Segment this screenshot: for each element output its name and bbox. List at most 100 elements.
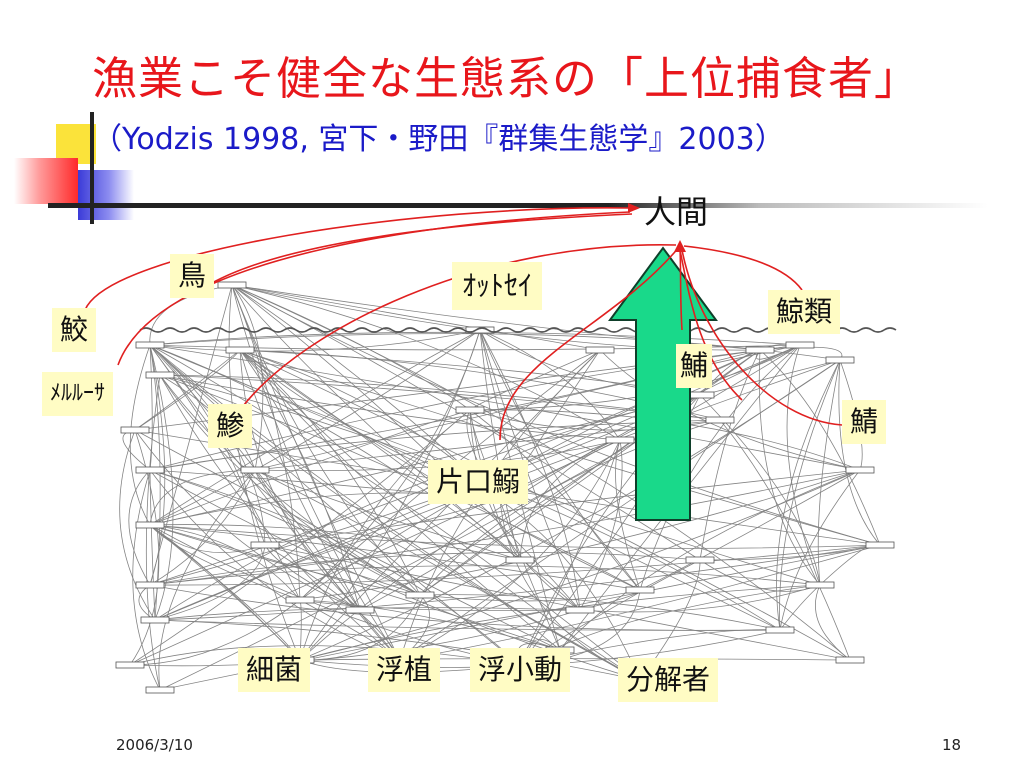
food-web-link: [228, 284, 301, 661]
footer-date: 2006/3/10: [116, 736, 193, 754]
food-web-node: [505, 556, 535, 564]
food-web-link: [579, 584, 821, 613]
food-web-link: [299, 584, 821, 661]
node-partial-hidden: 鯆: [676, 344, 713, 388]
food-web-link: [815, 584, 851, 661]
food-web-node: [835, 656, 865, 664]
node-fur-seal: ｵｯﾄｾｲ: [452, 262, 543, 310]
food-web-node: [845, 466, 875, 474]
food-web-link: [479, 329, 581, 611]
food-web-link: [128, 469, 151, 586]
food-web-link: [299, 469, 861, 661]
food-web-link: [129, 645, 521, 666]
food-web-link: [149, 344, 153, 471]
food-web-link: [231, 284, 521, 561]
link-mackerel-human: [681, 249, 843, 426]
food-web-link: [239, 349, 361, 611]
food-web-link: [149, 552, 701, 586]
food-web-link: [149, 344, 521, 666]
food-web-link: [519, 439, 621, 666]
food-web-link: [399, 544, 881, 661]
food-web-link: [145, 374, 161, 691]
decor-red-bar: [14, 158, 78, 204]
link-bird-human: [211, 213, 633, 284]
node-merluza: ﾒﾙﾙｰｻ: [42, 372, 114, 416]
food-web-link: [231, 284, 621, 441]
food-web-link: [838, 359, 881, 546]
food-web-node: [405, 591, 435, 599]
node-whales: 鯨類: [768, 290, 841, 334]
food-web-link: [149, 469, 401, 661]
slide-title: 漁業こそ健全な生態系の「上位捕食者」: [92, 52, 921, 105]
food-web-link: [159, 374, 721, 421]
food-web-link: [479, 329, 581, 611]
food-web-link: [134, 429, 361, 611]
node-mackerel: 鯖: [842, 400, 887, 444]
food-web-link: [615, 439, 641, 591]
arrow-heads: [628, 203, 686, 252]
food-web-link: [469, 409, 641, 591]
food-web-link: [149, 359, 841, 526]
food-web-node: [455, 406, 485, 414]
food-web-link: [158, 469, 256, 691]
arrowhead-human-left: [628, 203, 640, 213]
food-web-node: [705, 416, 735, 424]
link-whales-human: [683, 245, 803, 291]
food-web-link: [159, 374, 621, 441]
decor-blue-square: [78, 170, 134, 220]
food-web-link: [299, 329, 481, 661]
food-web-node: [585, 346, 615, 354]
food-web-link: [129, 609, 581, 667]
food-web-node: [240, 466, 270, 474]
food-web-link: [231, 284, 301, 601]
food-web-link: [264, 544, 361, 611]
food-web-link: [149, 284, 233, 586]
decor-horizontal-line-fade: [608, 203, 988, 208]
food-web-link: [149, 524, 641, 591]
food-web-link: [149, 524, 561, 651]
food-web-link: [254, 469, 421, 596]
food-web-node: [145, 371, 175, 379]
food-web-link: [149, 469, 521, 666]
food-web-link: [129, 599, 301, 666]
food-web-link: [419, 594, 781, 631]
food-web-link: [149, 329, 481, 526]
food-web-link: [129, 344, 151, 526]
food-web-node: [135, 341, 165, 349]
food-web-node: [685, 556, 715, 564]
food-web-node: [135, 521, 165, 529]
food-web-link: [159, 374, 641, 591]
food-web-node: [765, 626, 795, 634]
food-web-link: [239, 349, 881, 546]
food-web-node: [115, 661, 145, 669]
node-phytoplankton: 浮植: [368, 648, 441, 692]
food-web-link: [129, 439, 621, 666]
slide-subtitle: （Yodzis 1998, 宮下・野田『群集生態学』2003）: [92, 122, 785, 157]
food-web-link: [149, 524, 301, 601]
food-web-link: [154, 544, 266, 621]
food-web-node: [135, 466, 165, 474]
food-web-link: [299, 599, 561, 651]
food-web-link: [231, 284, 421, 596]
food-web-node: [745, 346, 775, 354]
food-web-link: [399, 359, 841, 661]
food-web-link: [149, 524, 521, 561]
food-web-link: [149, 469, 156, 621]
food-web-node: [250, 541, 280, 549]
food-web-node: [217, 281, 247, 289]
food-web-link: [254, 469, 521, 561]
food-web-link: [786, 344, 821, 586]
trophic-up-arrow: [608, 246, 718, 521]
node-bird: 鳥: [170, 254, 215, 298]
link-deep2-human: [679, 249, 743, 401]
food-web-link: [231, 284, 581, 611]
food-web-link: [231, 284, 601, 351]
food-web-node: [825, 356, 855, 364]
food-web-link: [149, 524, 301, 661]
food-web-link: [149, 469, 256, 586]
food-web-link: [639, 469, 861, 591]
food-web-link: [639, 344, 801, 591]
food-web-link: [134, 349, 241, 431]
decor-horizontal-line: [48, 203, 608, 208]
food-web-link: [579, 439, 623, 611]
